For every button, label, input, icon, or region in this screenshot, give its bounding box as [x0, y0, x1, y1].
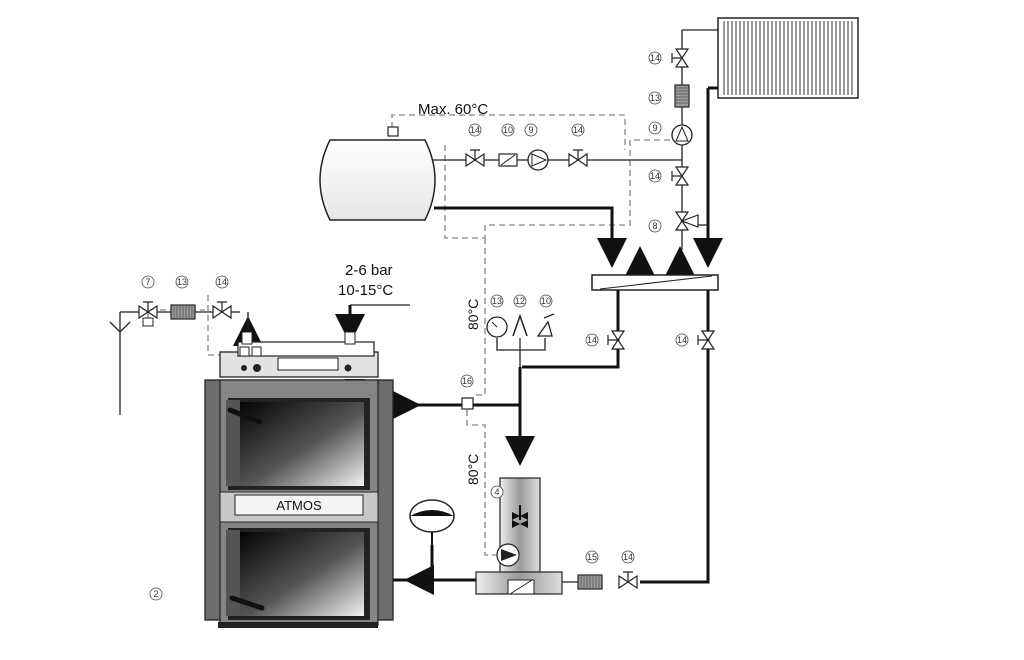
callout-16: 16	[460, 374, 474, 388]
svg-text:13: 13	[177, 277, 187, 287]
callouts-14: 14 14 14 14 14 14 14 14	[215, 51, 689, 564]
callouts: 2 4 7 8 9 9 10 10 12 13 13 13 15 16	[141, 91, 662, 601]
callout-4: 4	[490, 485, 504, 499]
svg-text:16: 16	[462, 376, 472, 386]
callout-14: 14	[468, 123, 482, 137]
boiler: ATMOS	[204, 341, 394, 628]
callout-7: 7	[141, 275, 155, 289]
svg-text:10: 10	[503, 125, 513, 135]
radiator	[717, 17, 859, 99]
svg-text:14: 14	[623, 552, 633, 562]
ball-valve-icon	[697, 330, 716, 350]
callout-13-left: 13	[175, 275, 189, 289]
hot-water-tank	[319, 126, 436, 221]
svg-text:14: 14	[217, 277, 227, 287]
svg-text:14: 14	[470, 125, 480, 135]
ball-valve-icon	[465, 149, 485, 168]
expansion-vessel	[409, 499, 455, 545]
ball-valve-icon	[212, 301, 232, 320]
svg-text:15: 15	[587, 552, 597, 562]
callout-15-return: 15	[585, 550, 599, 564]
callout-14: 14	[648, 51, 662, 65]
svg-text:7: 7	[145, 277, 150, 287]
callout-8: 8	[648, 219, 662, 233]
svg-text:9: 9	[652, 123, 657, 133]
callout-14: 14	[571, 123, 585, 137]
svg-text:13: 13	[492, 296, 502, 306]
water-temp-label: 10-15°C	[338, 282, 393, 299]
three-way-valve-icon	[674, 211, 699, 231]
drain-funnel	[109, 321, 131, 333]
gauges	[486, 313, 555, 338]
air-vent-icon	[512, 313, 528, 337]
pump-icon	[527, 149, 549, 171]
pump-icon	[671, 124, 693, 146]
svg-text:14: 14	[650, 171, 660, 181]
svg-text:14: 14	[650, 53, 660, 63]
filter-icon	[577, 574, 603, 590]
svg-text:14: 14	[573, 125, 583, 135]
pressure-label: 2-6 bar	[345, 262, 393, 279]
callout-14: 14	[621, 550, 635, 564]
svg-text:13: 13	[650, 93, 660, 103]
callout-14: 14	[585, 333, 599, 347]
callout-10-gauge: 10	[539, 294, 553, 308]
boiler-outlet-stub	[241, 331, 253, 345]
ball-valve-icon	[671, 166, 690, 186]
svg-text:10: 10	[541, 296, 551, 306]
ball-valve-icon	[618, 571, 638, 590]
temp-upper-label: 80°C	[465, 299, 481, 330]
callout-12: 12	[513, 294, 527, 308]
callout-14: 14	[675, 333, 689, 347]
callout-9-top: 9	[524, 123, 538, 137]
svg-text:2: 2	[153, 589, 158, 599]
ball-valve-icon	[138, 301, 158, 320]
temperature-sensor	[461, 397, 474, 410]
boiler-brand: ATMOS	[276, 498, 322, 513]
mixing-unit	[475, 477, 563, 595]
check-valve-icon	[498, 153, 518, 167]
callout-14: 14	[648, 169, 662, 183]
svg-text:8: 8	[652, 221, 657, 231]
callout-13-right: 13	[648, 91, 662, 105]
components	[138, 48, 716, 590]
svg-text:14: 14	[587, 335, 597, 345]
svg-text:12: 12	[515, 296, 525, 306]
valve-actuator	[142, 317, 154, 327]
callout-2: 2	[149, 587, 163, 601]
boiler-inlet-stub	[344, 331, 356, 345]
filter-icon	[674, 84, 690, 108]
distributor	[591, 274, 719, 291]
ball-valve-icon	[607, 330, 626, 350]
max-temp-label: Max. 60°C	[418, 101, 488, 118]
svg-text:4: 4	[494, 487, 499, 497]
ball-valve-icon	[671, 48, 690, 68]
callout-14: 14	[215, 275, 229, 289]
callout-10-top: 10	[501, 123, 515, 137]
callout-13-gauge: 13	[490, 294, 504, 308]
safety-valve-icon	[536, 313, 555, 337]
svg-text:14: 14	[677, 335, 687, 345]
tank-sensor	[387, 126, 399, 137]
callout-9-right: 9	[648, 121, 662, 135]
svg-text:9: 9	[528, 125, 533, 135]
ball-valve-icon	[568, 149, 588, 168]
temp-lower-label: 80°C	[465, 454, 481, 485]
radiator-fins	[723, 21, 853, 95]
filter-icon	[170, 304, 196, 320]
